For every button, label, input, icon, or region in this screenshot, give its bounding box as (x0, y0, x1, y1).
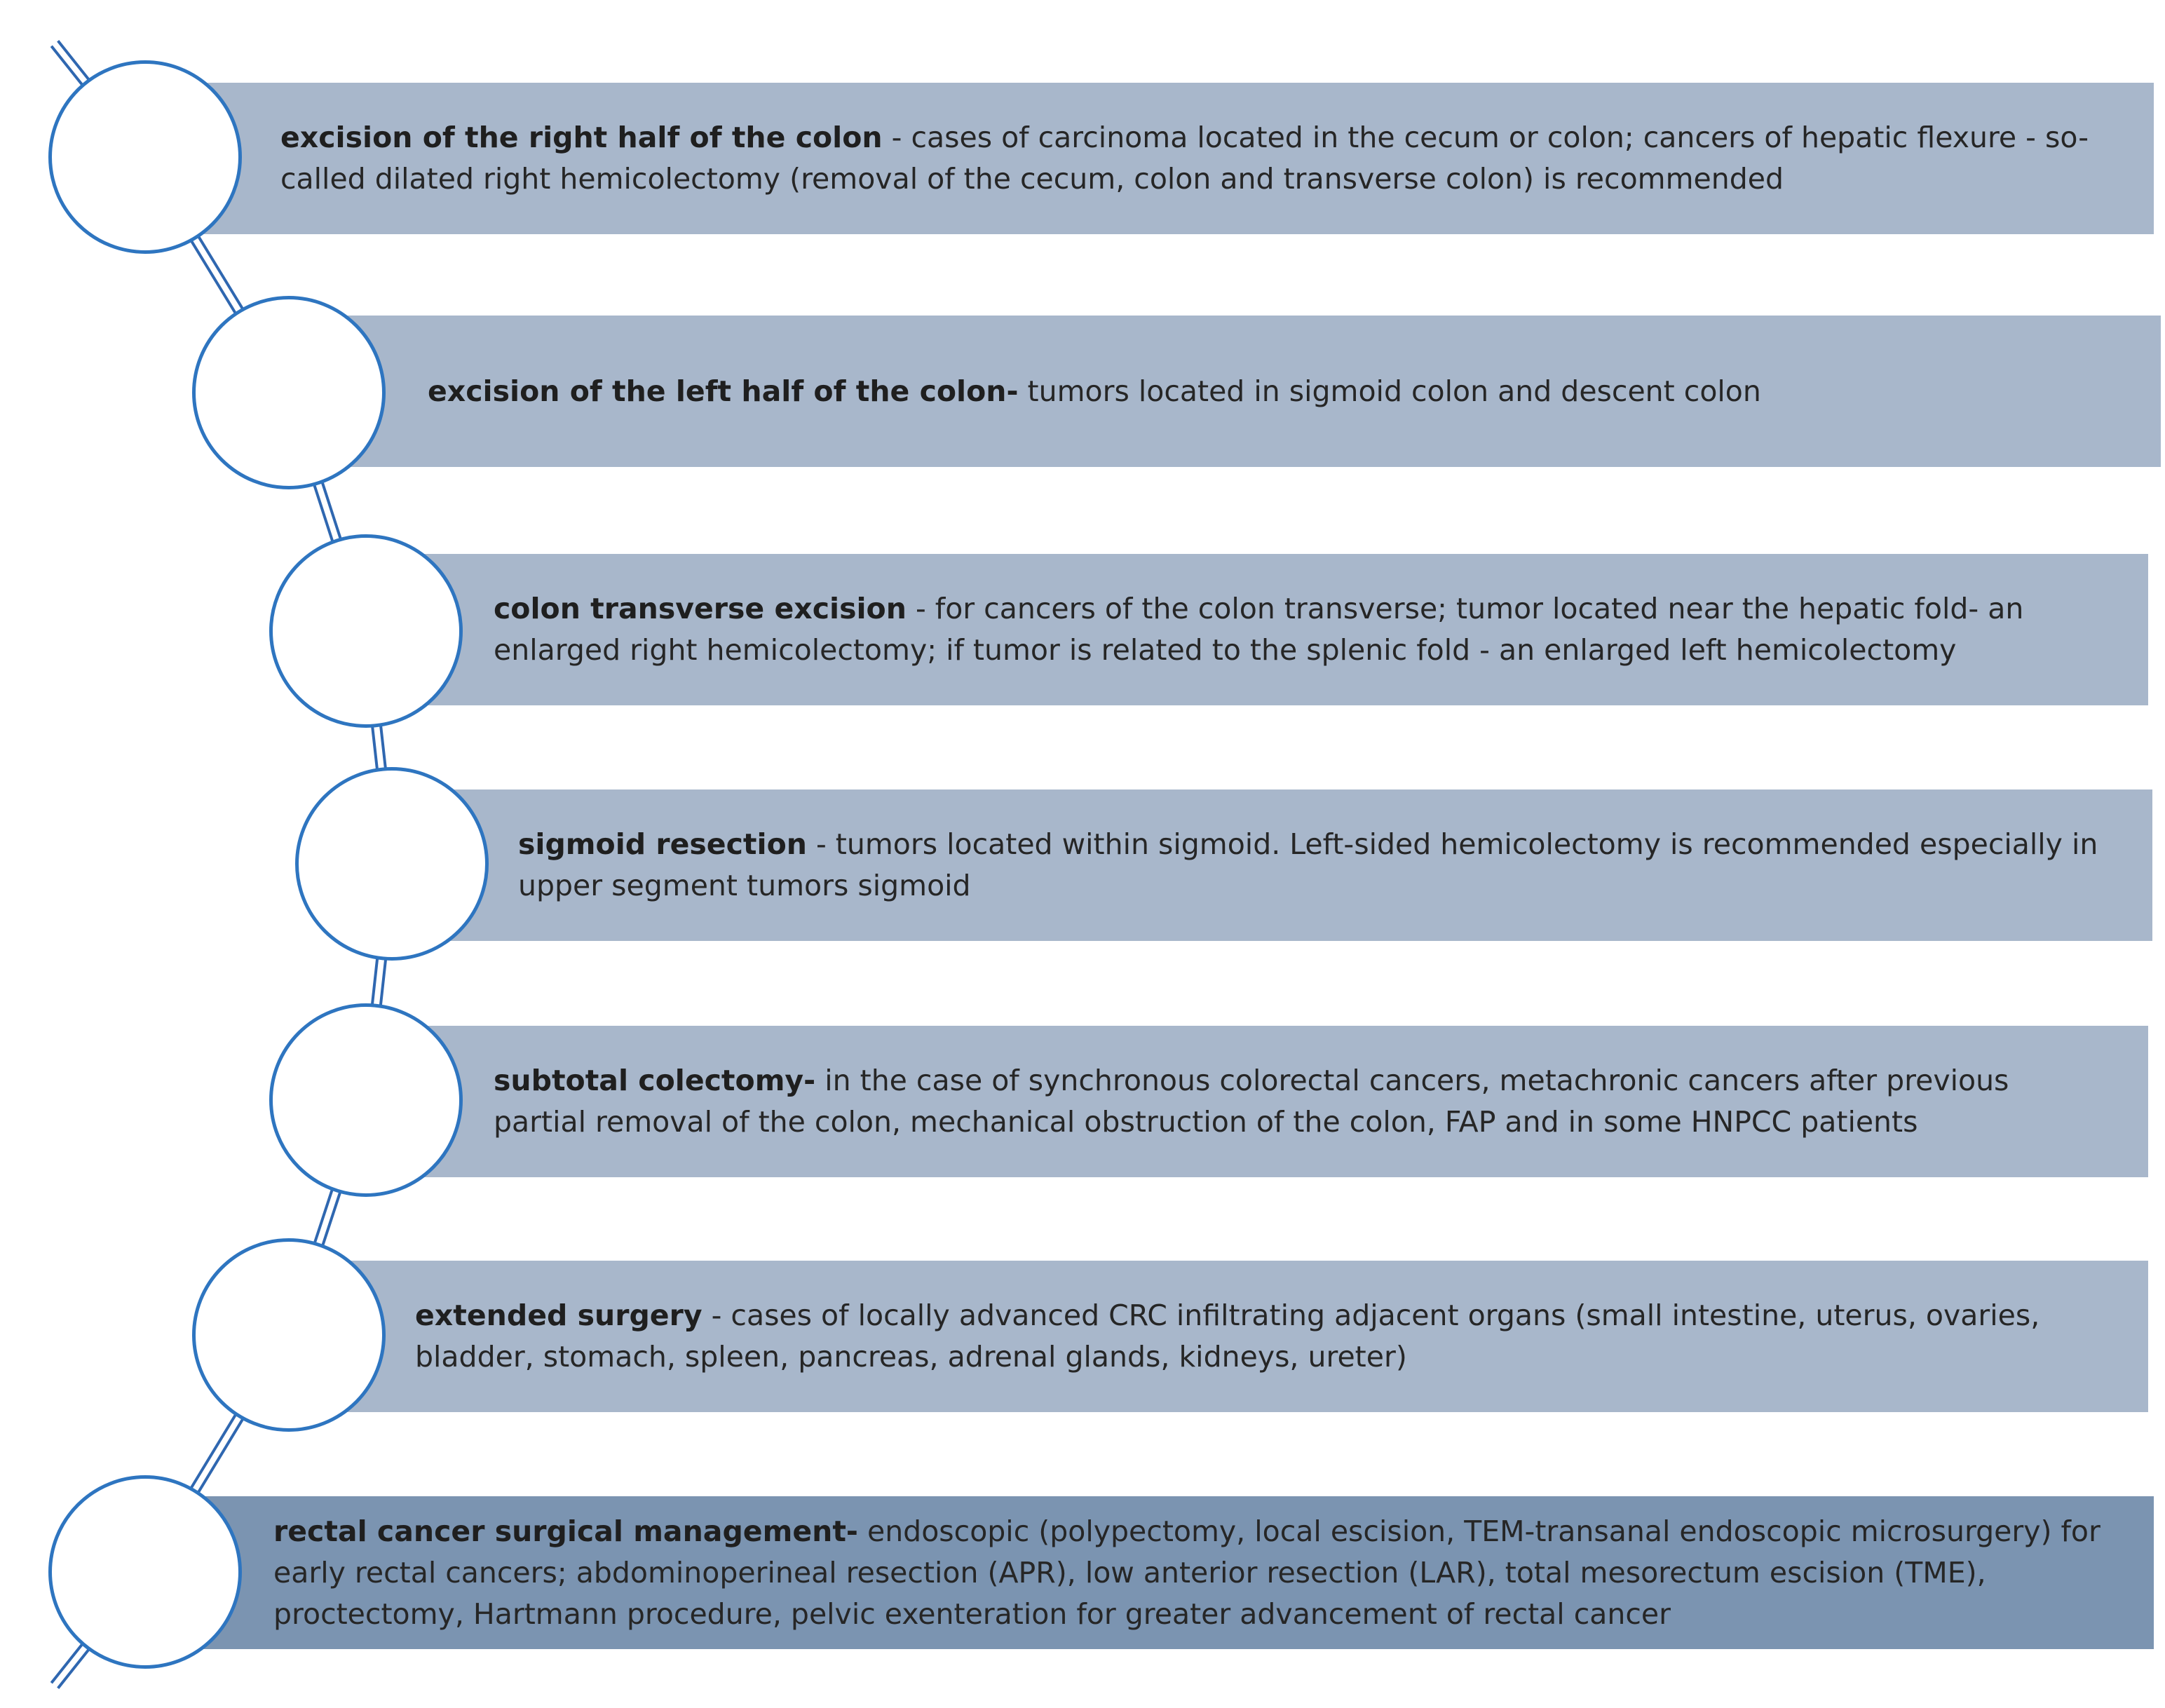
circle-node-2 (192, 296, 386, 489)
item-text: colon transverse excision - for cancers … (494, 588, 2106, 671)
circle-node-1 (48, 60, 242, 254)
item-text: excision of the left half of the colon- … (428, 371, 1761, 412)
list-item-sigmoid-resection: sigmoid resection - tumors located withi… (446, 789, 2152, 941)
item-title: rectal cancer surgical management- (273, 1514, 858, 1548)
list-item-extended-surgery: extended surgery - cases of locally adva… (344, 1261, 2148, 1412)
list-item-rectal-cancer-management: rectal cancer surgical management- endos… (203, 1496, 2154, 1649)
item-text: rectal cancer surgical management- endos… (273, 1511, 2112, 1635)
item-title: extended surgery (415, 1299, 703, 1332)
item-title: sigmoid resection (518, 827, 807, 861)
item-description: tumors located in sigmoid colon and desc… (1018, 374, 1761, 408)
item-title: excision of the right half of the colon (280, 121, 883, 154)
circle-node-5 (269, 1003, 463, 1197)
item-description: - for cancers of the colon transverse; t… (494, 592, 2024, 667)
item-description: - cases of locally advanced CRC infiltra… (415, 1299, 2040, 1374)
circle-node-3 (269, 534, 463, 728)
item-text: sigmoid resection - tumors located withi… (518, 824, 2110, 907)
item-description: - cases of carcinoma located in the cecu… (280, 121, 2089, 196)
item-description: - tumors located within sigmoid. Left-si… (518, 827, 2098, 902)
item-description: in the case of synchronous colorectal ca… (494, 1064, 2009, 1139)
list-item-left-hemicolectomy: excision of the left half of the colon- … (344, 316, 2161, 467)
item-text: excision of the right half of the colon … (280, 117, 2112, 200)
item-text: extended surgery - cases of locally adva… (415, 1295, 2106, 1378)
item-text: subtotal colectomy- in the case of synch… (494, 1060, 2106, 1143)
list-item-transverse-excision: colon transverse excision - for cancers … (421, 554, 2148, 705)
circle-node-4 (295, 767, 489, 961)
list-item-right-hemicolectomy: excision of the right half of the colon … (203, 83, 2154, 234)
item-description: endoscopic (polypectomy, local escision,… (273, 1514, 2100, 1631)
circle-node-6 (192, 1238, 386, 1432)
list-item-subtotal-colectomy: subtotal colectomy- in the case of synch… (421, 1026, 2148, 1177)
item-title: excision of the left half of the colon- (428, 374, 1019, 408)
item-title: subtotal colectomy- (494, 1064, 816, 1097)
circle-node-7 (48, 1475, 242, 1669)
item-title: colon transverse excision (494, 592, 907, 625)
